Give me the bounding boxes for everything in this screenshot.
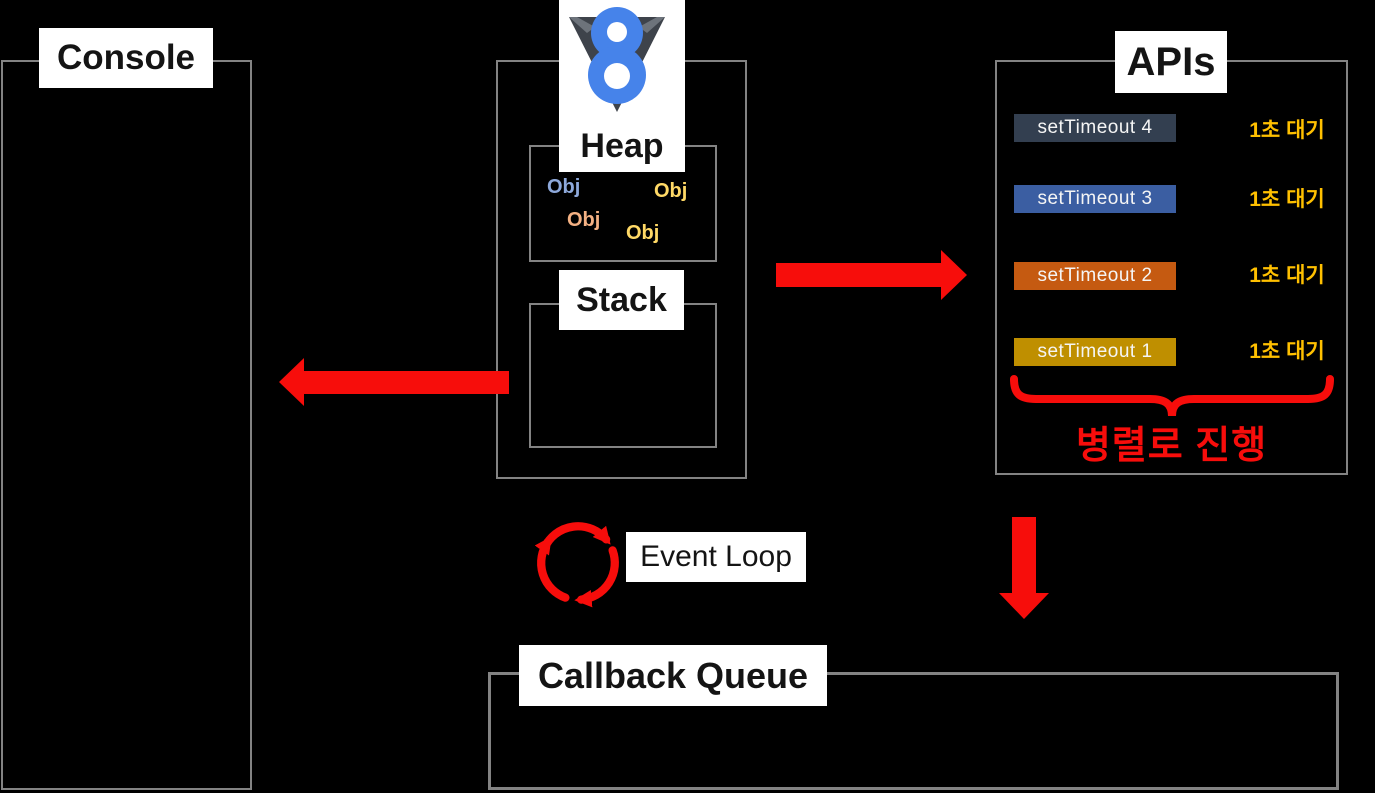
down-arrow-icon: [999, 593, 1049, 619]
event-loop-title: Event Loop: [626, 532, 806, 582]
console-title-text: Console: [56, 38, 196, 77]
settimeout-2-label: setTimeout 2: [1037, 265, 1153, 286]
callback-queue-container: [488, 672, 1339, 790]
event-loop-icon: [534, 522, 619, 608]
stack-title-text: Stack: [576, 280, 667, 319]
heap-object: Obj: [626, 222, 660, 244]
settimeout-4-label: setTimeout 4: [1037, 117, 1153, 138]
down-arrow-body: [1012, 517, 1036, 594]
parallel-note: 병렬로 진행: [1075, 424, 1268, 467]
console-title: Console: [39, 28, 213, 88]
settimeout-1-chip: setTimeout 1: [1014, 338, 1176, 366]
wait-label: 1초 대기: [1249, 187, 1325, 211]
heap-title: Heap: [559, 120, 685, 172]
right-arrow-icon: [941, 250, 967, 300]
apis-title-text: APIs: [1126, 39, 1216, 84]
left-arrow-icon: [279, 358, 304, 406]
left-arrow-body: [302, 371, 509, 394]
wait-label: 1초 대기: [1249, 263, 1325, 287]
wait-label: 1초 대기: [1249, 118, 1325, 142]
settimeout-2-chip: setTimeout 2: [1014, 262, 1176, 290]
v8-logo-icon: [569, 7, 665, 112]
wait-label: 1초 대기: [1249, 339, 1325, 363]
console-container: [1, 60, 252, 790]
settimeout-3-chip: setTimeout 3: [1014, 185, 1176, 213]
callback-queue-title: Callback Queue: [519, 645, 827, 706]
heap-object: Obj: [547, 176, 581, 198]
heap-object: Obj: [654, 180, 688, 202]
right-arrow-body: [776, 263, 942, 287]
apis-title: APIs: [1115, 31, 1227, 93]
underbrace-icon: [1010, 375, 1334, 417]
settimeout-4-chip: setTimeout 4: [1014, 114, 1176, 142]
callback-queue-title-text: Callback Queue: [537, 654, 809, 696]
stack-title: Stack: [559, 270, 684, 330]
heap-title-text: Heap: [580, 126, 664, 165]
settimeout-3-label: setTimeout 3: [1037, 188, 1153, 209]
heap-object: Obj: [567, 209, 601, 231]
event-loop-title-text: Event Loop: [640, 540, 792, 573]
settimeout-1-label: setTimeout 1: [1037, 341, 1153, 362]
